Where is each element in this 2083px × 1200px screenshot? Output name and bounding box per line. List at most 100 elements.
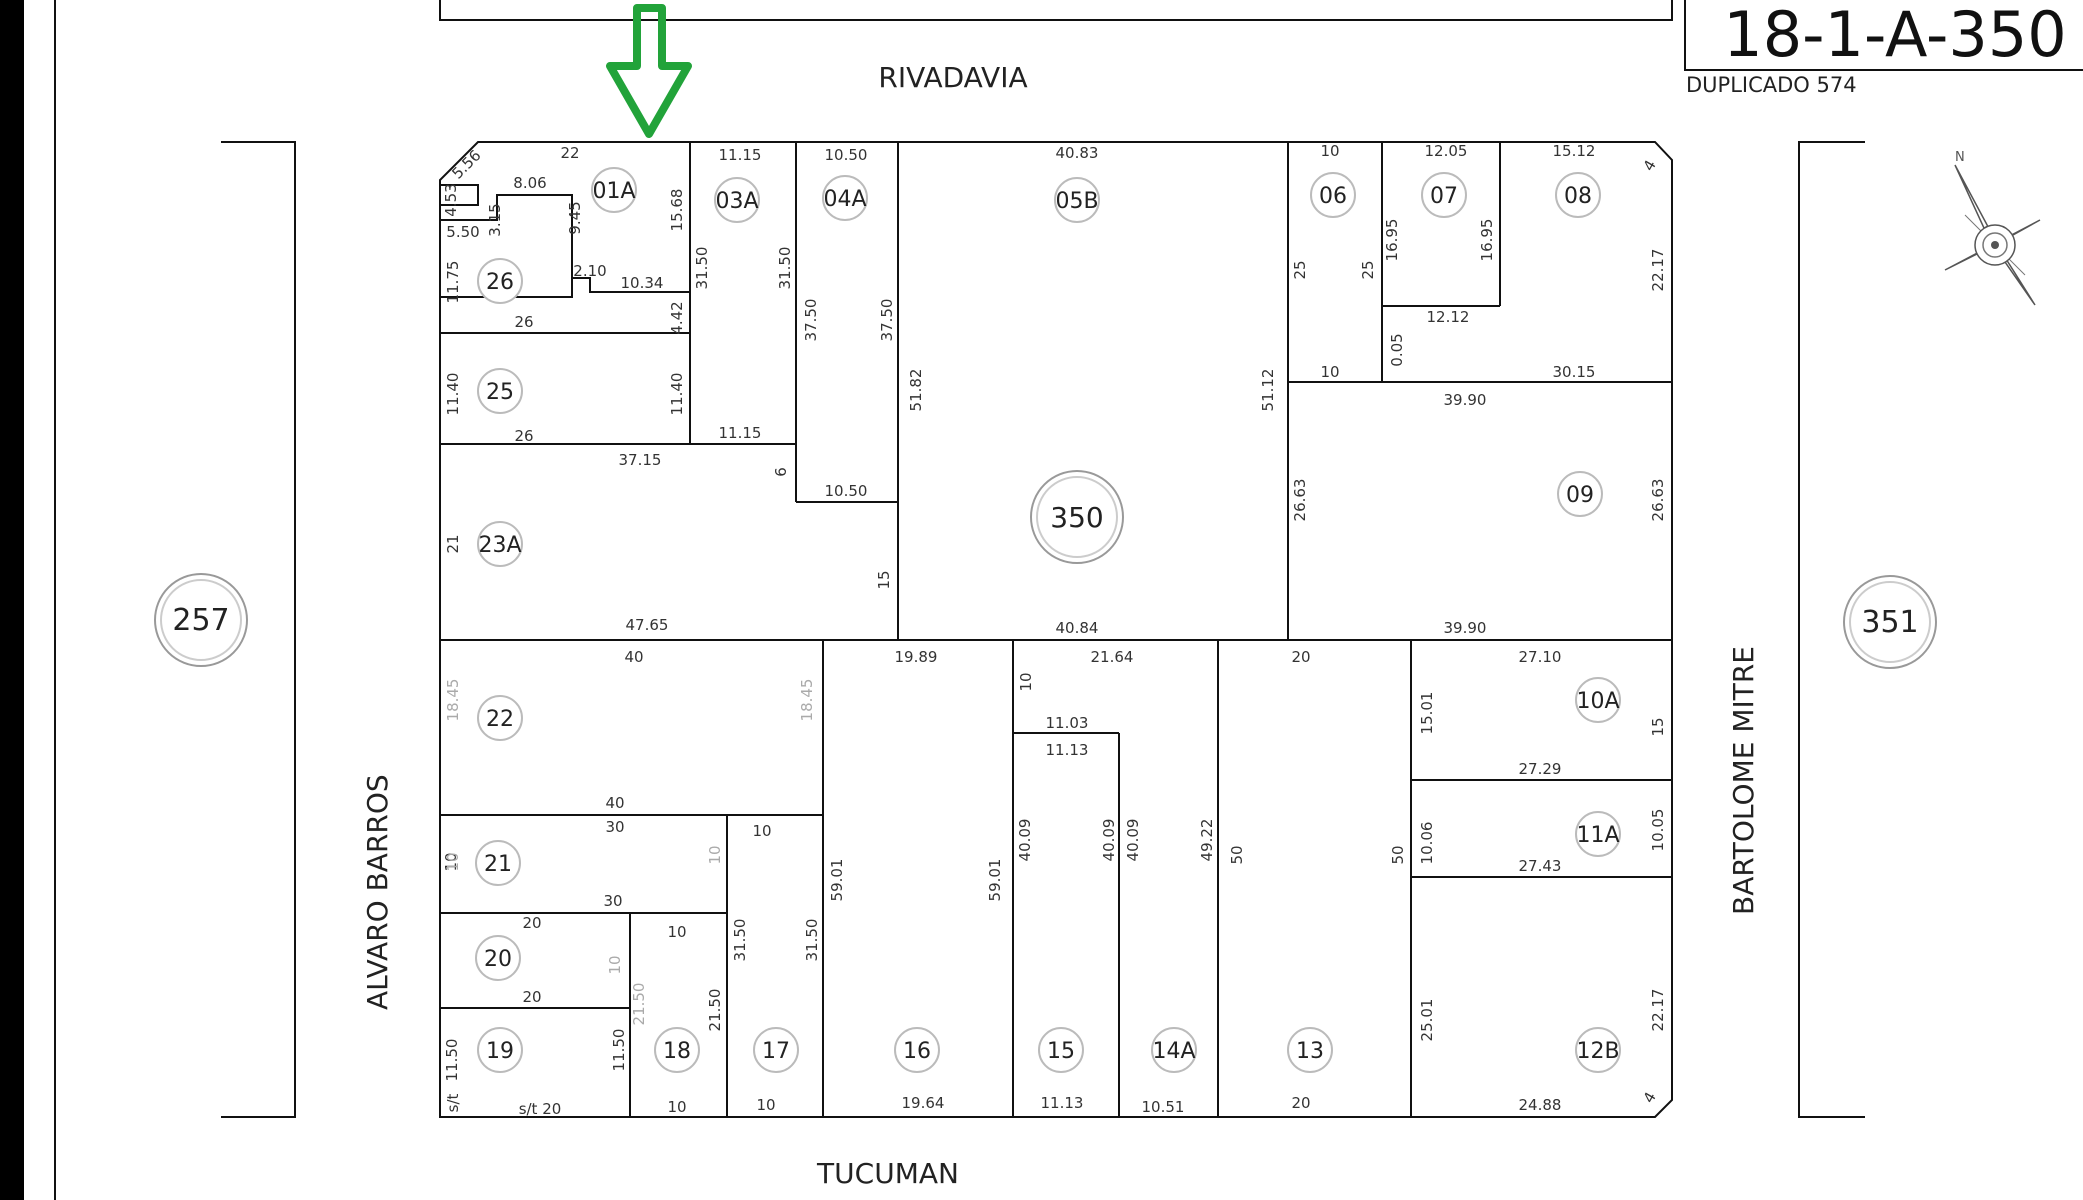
dimension-label: 26 <box>514 427 533 445</box>
svg-text:21: 21 <box>484 852 512 877</box>
svg-text:26: 26 <box>486 270 514 295</box>
street-north: RIVADAVIA <box>878 61 1027 94</box>
dimension-label: 5.56 <box>448 146 484 182</box>
lot-04A: 04A <box>822 175 868 221</box>
svg-text:257: 257 <box>172 603 229 638</box>
dimension-label: 2.10 <box>573 262 606 280</box>
lot-01A: 01A <box>591 167 637 213</box>
dimension-label: 0.05 <box>1388 333 1406 366</box>
dimension-label: 50 <box>1389 845 1407 864</box>
dimension-label: 49.22 <box>1198 819 1216 862</box>
dimension-label: 40.09 <box>1124 819 1142 862</box>
lot-17: 17 <box>753 1027 799 1073</box>
dimension-label: 40.09 <box>1016 819 1034 862</box>
dimension-label: 51.12 <box>1259 369 1277 412</box>
dimension-label: 40.84 <box>1056 619 1099 637</box>
svg-text:18: 18 <box>663 1039 691 1064</box>
dimension-label: 15.68 <box>668 189 686 232</box>
dimension-label: 30 <box>603 892 622 910</box>
dimension-label: 10 <box>667 1098 686 1116</box>
dimension-label: 51.82 <box>907 369 925 412</box>
dimension-label: 11.15 <box>719 146 762 164</box>
lot-05B: 05B <box>1054 177 1100 223</box>
dimension-label: 26 <box>514 313 533 331</box>
dimension-label: 15.12 <box>1553 142 1596 160</box>
svg-text:17: 17 <box>762 1039 790 1064</box>
dimension-label: 10.05 <box>1649 809 1667 852</box>
dimension-label: s/t 20 <box>519 1100 562 1118</box>
lot-21: 21 <box>475 840 521 886</box>
svg-text:25: 25 <box>486 380 514 405</box>
lot-16: 16 <box>894 1027 940 1073</box>
dimension-label: 37.50 <box>802 299 820 342</box>
dimension-label: 39.90 <box>1444 619 1487 637</box>
dimension-label: 10 <box>756 1096 775 1114</box>
svg-text:05B: 05B <box>1055 189 1098 214</box>
dimension-label: 10 <box>1017 672 1035 691</box>
svg-text:07: 07 <box>1430 184 1458 209</box>
dimension-label: 10 <box>606 955 624 974</box>
dimension-label: 59.01 <box>828 859 846 902</box>
svg-text:13: 13 <box>1296 1039 1324 1064</box>
dimension-label: 3.15 <box>486 203 504 236</box>
lot-15: 15 <box>1038 1027 1084 1073</box>
dimension-label: 50 <box>1228 845 1246 864</box>
dimension-label: 27.10 <box>1519 648 1562 666</box>
dimension-label: 37.50 <box>878 299 896 342</box>
dimension-label: 4 <box>1639 1089 1659 1106</box>
lot-06: 06 <box>1310 172 1356 218</box>
dimension-label: 10.50 <box>825 482 868 500</box>
dimension-label: 4.42 <box>668 301 686 334</box>
lot-23A: 23A <box>477 521 523 567</box>
dimension-label: 11.50 <box>610 1029 628 1072</box>
dimension-label: 40 <box>605 794 624 812</box>
dimension-label: 11.03 <box>1046 714 1089 732</box>
dimension-label: 16.95 <box>1383 219 1401 262</box>
dimension-label: 20 <box>1291 648 1310 666</box>
dimension-label: 11.13 <box>1041 1094 1084 1112</box>
dimension-label: 26.63 <box>1649 479 1667 522</box>
dimension-label: 15 <box>1649 717 1667 736</box>
block-code: 18-1-A-350 <box>1723 0 2066 71</box>
lot-lines <box>440 142 1672 1117</box>
svg-text:23A: 23A <box>478 533 521 558</box>
west-block-edge <box>221 141 296 1118</box>
dimension-label: 4 <box>1639 157 1659 174</box>
svg-text:09: 09 <box>1566 483 1594 508</box>
dimension-label: 8.06 <box>513 174 546 192</box>
dimension-label: 22.17 <box>1649 989 1667 1032</box>
dimension-label: 10 <box>706 845 724 864</box>
svg-text:20: 20 <box>484 947 512 972</box>
dimension-label: 20 <box>1291 1094 1310 1112</box>
title-box <box>1684 0 2083 71</box>
lot-14A: 14A <box>1151 1027 1197 1073</box>
dimension-label: 22 <box>560 144 579 162</box>
dimension-label: 27.43 <box>1519 857 1562 875</box>
dimension-label: s/t <box>444 1094 462 1113</box>
street-west: ALVARO BARROS <box>361 774 394 1010</box>
dimension-label: 30 <box>605 818 624 836</box>
dimension-label: 11.75 <box>444 261 462 304</box>
svg-text:N: N <box>1955 150 1965 165</box>
north-block-edge <box>439 0 1673 21</box>
block-outline <box>439 141 1673 1118</box>
dimension-label: 27.29 <box>1519 760 1562 778</box>
dimension-label: 10 <box>442 852 460 871</box>
lot-13: 13 <box>1287 1027 1333 1073</box>
dimension-label: 20 <box>522 988 541 1006</box>
dimension-label: 25.01 <box>1418 999 1436 1042</box>
dimension-label: 9.45 <box>566 201 584 234</box>
lot-11A: 11A <box>1575 811 1621 857</box>
street-east: BARTOLOME MITRE <box>1727 646 1760 915</box>
dimension-label: 21.50 <box>630 983 648 1026</box>
dimension-label: 21.50 <box>706 989 724 1032</box>
dimension-label: 11.13 <box>1046 741 1089 759</box>
lot-09: 09 <box>1557 471 1603 517</box>
lot-12B: 12B <box>1575 1027 1621 1073</box>
dimension-label: 11.40 <box>444 373 462 416</box>
dimension-label: 37.15 <box>619 451 662 469</box>
dimension-label: 16.95 <box>1478 219 1496 262</box>
dimension-label: 59.01 <box>986 859 1004 902</box>
